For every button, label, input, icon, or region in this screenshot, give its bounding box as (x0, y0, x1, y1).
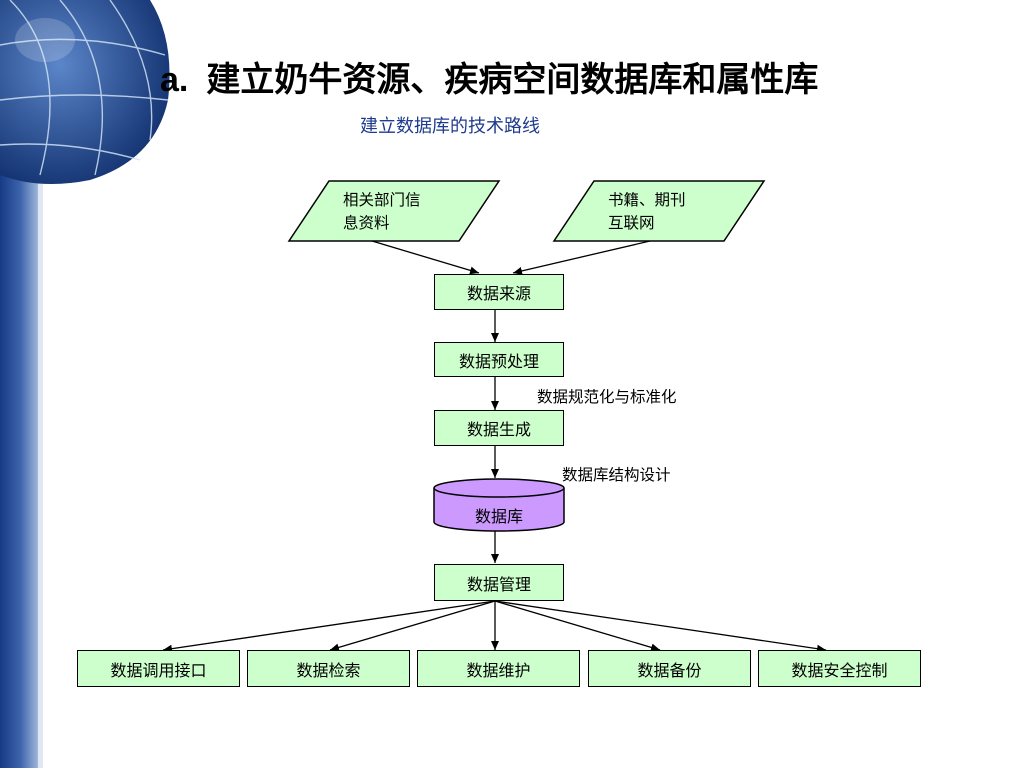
title-text: 建立奶牛资源、疾病空间数据库和属性库 (206, 60, 819, 100)
input-dept-info-line2: 息资料 (343, 214, 390, 232)
output-search-box: 数据检索 (247, 650, 410, 687)
input-books-internet-line1: 书籍、期刊 (608, 191, 686, 209)
arrow-left-input-to-source (371, 240, 480, 275)
page-title: a. 建立奶牛资源、疾病空间数据库和属性库 (160, 52, 818, 101)
input-books-internet (552, 180, 766, 242)
data-generate-box: 数据生成 (434, 410, 564, 446)
normalize-note: 数据规范化与标准化 (537, 388, 677, 406)
output-maintenance-box: 数据维护 (417, 650, 580, 687)
input-dept-info (287, 180, 501, 242)
output-api-box: 数据调用接口 (77, 650, 240, 687)
database-label: 数据库 (474, 507, 523, 526)
arrow-manage-to-output-4 (494, 600, 661, 652)
input-books-internet-label: 书籍、期刊 互联网 (608, 189, 686, 235)
data-preprocess-box: 数据预处理 (434, 342, 564, 377)
arrow-manage-to-output-1 (162, 600, 496, 653)
arrow-manage-to-output-2 (329, 600, 496, 652)
input-dept-info-label: 相关部门信 息资料 (343, 189, 421, 235)
diagram-subtitle: 建立数据库的技术路线 (360, 116, 540, 137)
input-dept-info-line1: 相关部门信 (343, 191, 421, 209)
arrow-right-input-to-source (512, 240, 651, 275)
output-backup-box: 数据备份 (588, 650, 751, 687)
design-note: 数据库结构设计 (562, 466, 671, 484)
title-prefix: a. (160, 61, 189, 99)
left-band (0, 150, 38, 768)
output-security-box: 数据安全控制 (758, 650, 921, 687)
left-band-highlight (38, 150, 43, 768)
data-source-box: 数据来源 (434, 274, 564, 310)
database-cylinder (433, 478, 565, 532)
arrow-manage-to-output-5 (494, 600, 827, 653)
data-manage-box: 数据管理 (434, 564, 564, 601)
input-books-internet-line2: 互联网 (608, 214, 655, 232)
globe-icon (0, 0, 170, 184)
